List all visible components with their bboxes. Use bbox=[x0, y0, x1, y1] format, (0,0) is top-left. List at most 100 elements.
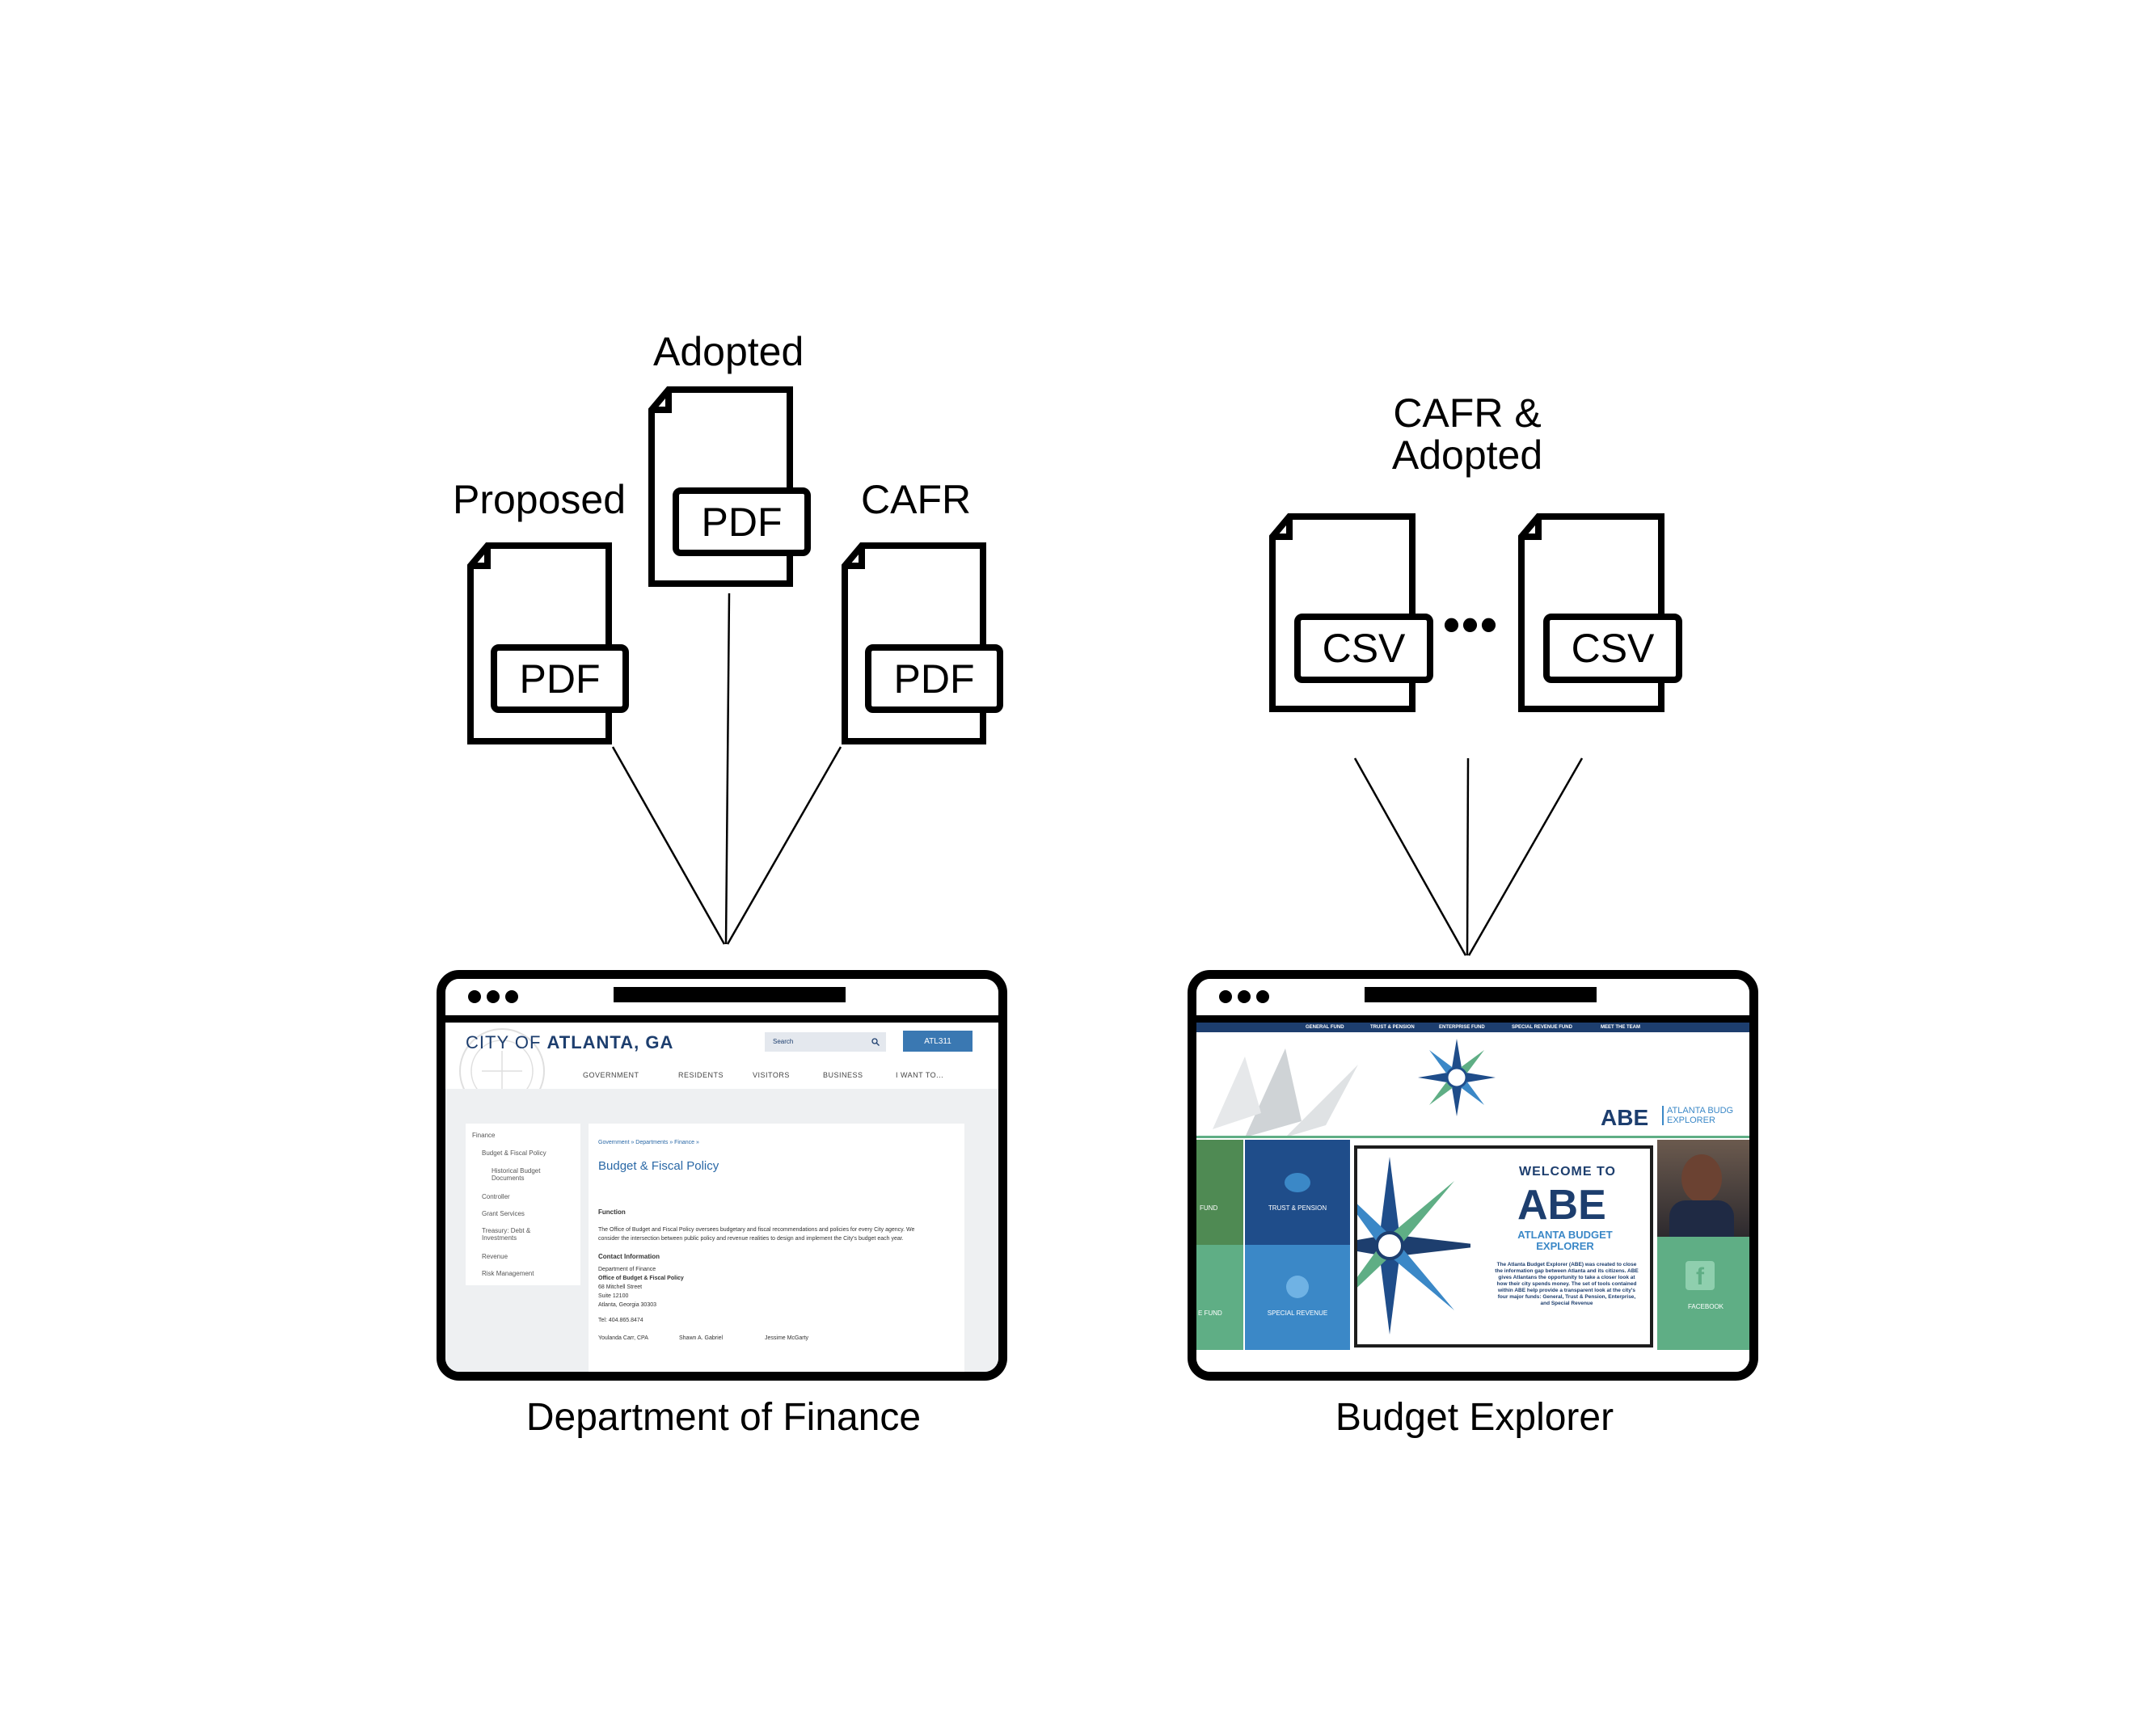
nav-government[interactable]: GOVERNMENT bbox=[583, 1071, 639, 1079]
sidebar-item-budget[interactable]: Budget & Fiscal Policy bbox=[482, 1149, 546, 1157]
tile-special-revenue[interactable]: SPECIAL REVENUE bbox=[1245, 1245, 1350, 1350]
section-heading-function: Function bbox=[598, 1208, 626, 1216]
browser-toolbar bbox=[445, 979, 998, 1023]
explorer-screen: GENERAL FUND TRUST & PENSION ENTERPRISE … bbox=[1196, 1023, 1749, 1372]
connector-proposed bbox=[611, 746, 726, 945]
nav-meet-team[interactable]: MEET THE TEAM bbox=[1601, 1025, 1640, 1030]
tile-general-fund[interactable]: FUND bbox=[1196, 1140, 1243, 1245]
label-cafr-adopted-text: CAFR & Adopted bbox=[1391, 390, 1543, 478]
city-logo[interactable]: CITY OF ATLANTA, GA bbox=[466, 1032, 673, 1053]
connector-csv-mid bbox=[1466, 757, 1470, 956]
tile-label: FACEBOOK bbox=[1687, 1303, 1724, 1310]
sidebar-item-historical[interactable]: Historical Budget Documents bbox=[492, 1167, 541, 1182]
sidebar-item-risk[interactable]: Risk Management bbox=[482, 1270, 534, 1277]
csv-badge-1: CSV bbox=[1294, 614, 1433, 683]
window-dot-icon[interactable] bbox=[487, 990, 500, 1003]
finance-site: CITY OF ATLANTA, GA Search ATL311 GOVERN… bbox=[445, 1023, 998, 1372]
tile-trust-pension[interactable]: TRUST & PENSION bbox=[1245, 1140, 1350, 1245]
compass-logo-icon bbox=[1418, 1039, 1496, 1116]
breadcrumb[interactable]: Government » Departments » Finance » bbox=[598, 1140, 699, 1145]
pdf-badge-proposed: PDF bbox=[491, 644, 629, 713]
photo-suit bbox=[1669, 1200, 1734, 1241]
address-bar[interactable] bbox=[614, 987, 846, 1002]
window-dot-icon[interactable] bbox=[468, 990, 481, 1003]
contact-line: Suite 12100 bbox=[598, 1293, 629, 1299]
sidebar-item-finance[interactable]: Finance bbox=[472, 1132, 496, 1139]
search-placeholder: Search bbox=[773, 1038, 794, 1045]
nav-enterprise-fund[interactable]: ENTERPRISE FUND bbox=[1439, 1025, 1485, 1030]
label-proposed: Proposed bbox=[453, 477, 627, 522]
logo-city: ATLANTA, GA bbox=[546, 1032, 674, 1052]
ellipsis-icon: ••• bbox=[1443, 597, 1500, 652]
welcome-text: The Atlanta Budget Explorer (ABE) was cr… bbox=[1495, 1262, 1639, 1306]
window-dot-icon[interactable] bbox=[505, 990, 518, 1003]
tile-label: SPECIAL REVENUE bbox=[1267, 1310, 1328, 1317]
nav-trust-pension[interactable]: TRUST & PENSION bbox=[1370, 1025, 1415, 1030]
tile-enterprise-fund[interactable]: E FUND bbox=[1196, 1245, 1243, 1350]
csv-badge-2: CSV bbox=[1543, 614, 1682, 683]
search-input[interactable]: Search bbox=[765, 1032, 886, 1052]
welcome-to: WELCOME TO bbox=[1519, 1165, 1616, 1179]
contact-line: Atlanta, Georgia 30303 bbox=[598, 1302, 656, 1308]
city-seal-icon bbox=[459, 1028, 545, 1089]
contact-line: 68 Mitchell Street bbox=[598, 1284, 643, 1290]
nav-visitors[interactable]: VISITORS bbox=[753, 1071, 790, 1079]
photo-face bbox=[1681, 1154, 1722, 1203]
abe-top-nav: GENERAL FUND TRUST & PENSION ENTERPRISE … bbox=[1196, 1023, 1749, 1032]
browser-toolbar bbox=[1196, 979, 1749, 1023]
function-text-line-1: The Office of Budget and Fiscal Policy o… bbox=[598, 1227, 915, 1233]
sidebar-item-treasury[interactable]: Treasury: Debt & Investments bbox=[482, 1227, 531, 1242]
money-bag-icon bbox=[1286, 1276, 1309, 1298]
tile-label: E FUND bbox=[1198, 1310, 1222, 1317]
staff-name: Youlanda Carr, CPA bbox=[598, 1335, 648, 1341]
abe-brand[interactable]: ABE bbox=[1601, 1105, 1648, 1131]
window-dot-icon[interactable] bbox=[1219, 990, 1232, 1003]
function-text-line-2: consider the intersection between public… bbox=[598, 1236, 904, 1242]
welcome-abe: ABE bbox=[1517, 1182, 1606, 1229]
address-bar[interactable] bbox=[1365, 987, 1597, 1002]
label-adopted: Adopted bbox=[653, 329, 804, 374]
pdf-badge-adopted: PDF bbox=[673, 487, 811, 556]
mayor-photo bbox=[1657, 1140, 1749, 1241]
abe-site: GENERAL FUND TRUST & PENSION ENTERPRISE … bbox=[1196, 1023, 1749, 1372]
caption-finance: Department of Finance bbox=[525, 1396, 922, 1439]
nav-general-fund[interactable]: GENERAL FUND bbox=[1306, 1025, 1344, 1030]
pdf-badge-cafr: PDF bbox=[865, 644, 1003, 713]
facebook-icon: f bbox=[1686, 1261, 1715, 1290]
nav-residents[interactable]: RESIDENTS bbox=[678, 1071, 724, 1079]
sidebar-item-revenue[interactable]: Revenue bbox=[482, 1253, 508, 1260]
tile-label: TRUST & PENSION bbox=[1268, 1204, 1327, 1212]
brand-sub-line-1: ATLANTA BUDG bbox=[1667, 1106, 1734, 1116]
caption-explorer: Budget Explorer bbox=[1335, 1396, 1614, 1439]
tile-label: FUND bbox=[1200, 1204, 1218, 1212]
label-cafr: CAFR bbox=[861, 477, 972, 522]
compass-star-icon bbox=[1357, 1157, 1470, 1335]
sidebar-item-grants[interactable]: Grant Services bbox=[482, 1210, 525, 1217]
nav-i-want-to[interactable]: I WANT TO... bbox=[896, 1071, 944, 1079]
brand-text: ABE bbox=[1601, 1105, 1649, 1130]
welcome-card: WELCOME TO ABE ATLANTA BUDGET EXPLORER T… bbox=[1354, 1145, 1653, 1348]
abe-brand-sub: ATLANTA BUDG EXPLORER bbox=[1662, 1106, 1733, 1125]
tile-facebook[interactable]: f FACEBOOK bbox=[1657, 1237, 1749, 1350]
finance-sidebar: Finance Budget & Fiscal Policy Historica… bbox=[466, 1124, 580, 1285]
window-dot-icon[interactable] bbox=[1238, 990, 1251, 1003]
nav-special-revenue[interactable]: SPECIAL REVENUE FUND bbox=[1512, 1025, 1572, 1030]
staff-name: Jessime McGarty bbox=[765, 1335, 809, 1341]
nav-business[interactable]: BUSINESS bbox=[823, 1071, 863, 1079]
window-dot-icon[interactable] bbox=[1256, 990, 1269, 1003]
staff-name: Shawn A. Gabriel bbox=[679, 1335, 724, 1341]
atl311-button[interactable]: ATL311 bbox=[903, 1031, 973, 1052]
browser-window-explorer: GENERAL FUND TRUST & PENSION ENTERPRISE … bbox=[1188, 970, 1758, 1381]
finance-screen: CITY OF ATLANTA, GA Search ATL311 GOVERN… bbox=[445, 1023, 998, 1372]
contact-line: Office of Budget & Fiscal Policy bbox=[598, 1276, 684, 1281]
connector-csv-1 bbox=[1353, 757, 1467, 956]
logo-prefix: CITY OF bbox=[466, 1032, 547, 1052]
search-icon bbox=[871, 1038, 880, 1046]
finance-header: CITY OF ATLANTA, GA Search ATL311 GOVERN… bbox=[445, 1023, 998, 1089]
connector-cafr bbox=[726, 746, 842, 945]
sidebar-item-controller[interactable]: Controller bbox=[482, 1193, 510, 1200]
welcome-sub: ATLANTA BUDGET EXPLORER bbox=[1517, 1229, 1613, 1252]
label-cafr-adopted: CAFR & Adopted bbox=[1374, 392, 1560, 476]
section-heading-contact: Contact Information bbox=[598, 1253, 660, 1260]
